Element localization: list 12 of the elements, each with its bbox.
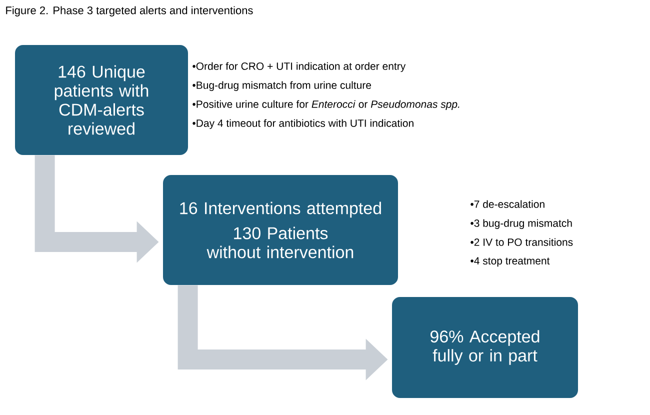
bullet-item: •Positive urine culture for Enterocci or Pseudomonas spp. xyxy=(192,100,460,110)
bullet-item: •4 stop treatment xyxy=(470,257,550,267)
bullet-item: •Bug-drug mismatch from urine culture xyxy=(192,81,372,91)
bullet-item: •2 IV to PO transitions xyxy=(470,238,573,246)
bullet-item: •3 bug-drug mismatch xyxy=(470,219,572,229)
process-box: 146 Unique patients with CDM-alerts reviewed xyxy=(15,45,188,155)
bullet-item: •Day 4 timeout for antibiotics with UTI indication xyxy=(192,119,414,129)
process-box: 96% Accepted fully or in part xyxy=(392,297,578,398)
bullet-item: •7 de-escalation xyxy=(470,200,544,208)
bullet-item: •Order for CRO + UTI indication at order entry xyxy=(192,62,406,72)
process-box: 16 Interventions attempted 130 Patients without intervention xyxy=(163,175,398,285)
figure-title: Figure 2. Phase 3 targeted alerts and interventions xyxy=(6,6,253,16)
